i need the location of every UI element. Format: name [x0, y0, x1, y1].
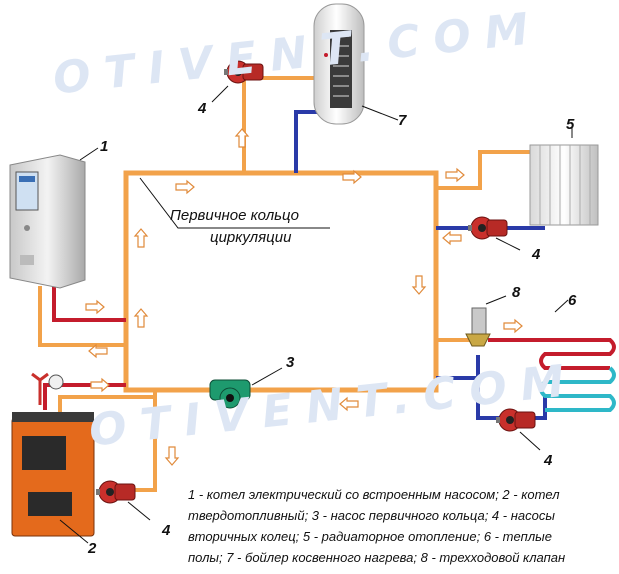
- number-3: 3: [286, 354, 295, 371]
- number-4-radiator: 4: [532, 246, 541, 263]
- radiator-pipes: [436, 150, 545, 230]
- number-1: 1: [100, 138, 109, 155]
- legend-line-3: вторичных колец; 5 - радиаторное отоплен…: [188, 529, 552, 544]
- legend-line-1: 1 - котел электрический со встроенным на…: [188, 487, 560, 502]
- pump-radiator: [467, 216, 508, 240]
- number-4-solid: 4: [162, 522, 171, 539]
- pump-primary: [209, 379, 251, 409]
- number-5: 5: [566, 116, 575, 133]
- electric-boiler-pipes: [38, 286, 126, 347]
- number-2: 2: [88, 540, 97, 557]
- radiator: [529, 144, 599, 226]
- solid-fuel-boiler: [11, 372, 95, 537]
- primary-ring: [123, 170, 439, 393]
- legend: 1 - котел электрический со встроенным на…: [188, 484, 618, 568]
- indirect-boiler-pipes: [242, 76, 322, 173]
- legend-line-4: полы; 7 - бойлер косвенного нагрева; 8 -…: [188, 550, 566, 565]
- number-4-top: 4: [198, 100, 207, 117]
- number-7: 7: [398, 112, 407, 129]
- floor-coil: [539, 338, 616, 412]
- number-4-floor: 4: [544, 452, 553, 469]
- ring-label-line-1: Первичное кольцо: [170, 207, 299, 224]
- three-way-valve: [465, 307, 491, 347]
- number-6: 6: [568, 292, 577, 309]
- ring-label-line-2: циркуляции: [210, 229, 292, 246]
- electric-boiler: [9, 154, 86, 289]
- pump-solid: [95, 480, 136, 504]
- indirect-boiler: [313, 3, 365, 125]
- legend-line-2: твердотопливный; 3 - насос первичного ко…: [188, 508, 555, 523]
- number-8: 8: [512, 284, 521, 301]
